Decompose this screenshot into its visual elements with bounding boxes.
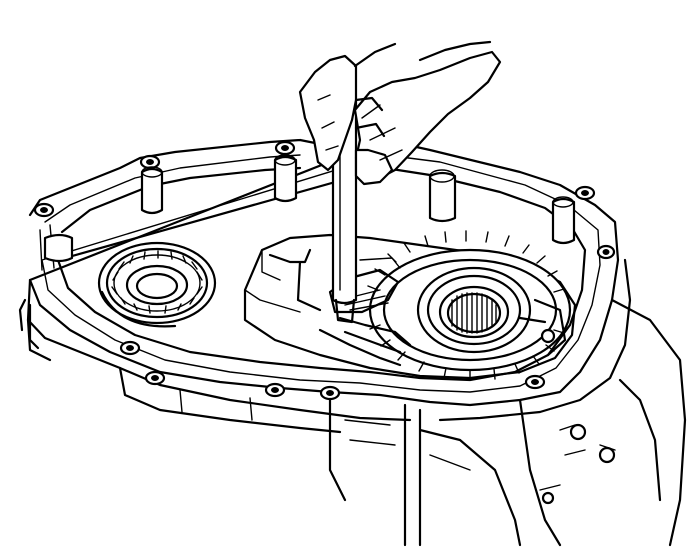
- bearing-bore: [135, 272, 179, 300]
- bolt-hole-icon: [281, 145, 289, 151]
- bearing-rollers: [111, 250, 203, 314]
- dowel-pin-icon: [273, 155, 298, 203]
- bolt-hole-icon: [569, 423, 587, 441]
- seal-lip: [426, 274, 522, 346]
- case-lower-center-detail: [344, 419, 471, 471]
- bolt-hole-icon: [126, 345, 134, 351]
- dowel-pin-icon: [140, 167, 164, 215]
- differential-assembly: [243, 230, 577, 381]
- dowel-pin-icon: [551, 197, 576, 245]
- pinion-gear-fins: [318, 268, 412, 367]
- bolt-hole-icon: [271, 387, 279, 393]
- dowel-pin-top: [552, 196, 574, 208]
- ring-gear-inner: [382, 258, 558, 362]
- case-rib-bottom: [179, 389, 253, 421]
- diff-mount-tab: [518, 298, 567, 357]
- bolt-hole-icon: [541, 491, 555, 505]
- bolt-hole-icon: [581, 190, 589, 196]
- bolt-hole-icon: [602, 249, 610, 255]
- bolt-hole-icon: [598, 446, 616, 464]
- bolt-bosses: [33, 140, 616, 401]
- spline-bore-inner: [446, 292, 502, 334]
- bearing-icon: [97, 241, 217, 328]
- dowel-pin-top: [429, 169, 455, 183]
- drift-rod-tip: [334, 298, 356, 324]
- case-tail-section: [518, 298, 687, 547]
- case-left-edge: [18, 298, 40, 350]
- bolt-hole-icon: [531, 379, 539, 385]
- bearing-cage: [113, 254, 201, 312]
- case-lower-center-bore: [328, 398, 522, 547]
- bearing-shadow: [100, 290, 177, 328]
- bearing-outer-race-inner: [105, 247, 209, 319]
- case-front-skirt: [26, 318, 342, 434]
- bolt-hole-icon: [40, 207, 48, 213]
- dowel-pin-icon: [428, 171, 457, 223]
- bolt-hole-icon: [146, 159, 154, 165]
- pinion-gear-lines: [339, 257, 401, 311]
- dowel-pins: [43, 154, 576, 263]
- dowel-pin-top: [274, 154, 296, 166]
- dowel-pin-icon: [43, 233, 74, 263]
- hand-wrist: [353, 40, 492, 68]
- diff-side-bracket: [268, 248, 322, 312]
- hand-fingers: [298, 54, 358, 172]
- bolt-hole-icon: [326, 390, 334, 396]
- hand-icon: [298, 40, 502, 186]
- bolt-hole-icon: [540, 328, 556, 344]
- case-tail-ribs: [539, 424, 616, 491]
- hand-finger-wrap: [354, 96, 386, 138]
- spline-teeth: [451, 292, 497, 334]
- bolt-hole-icon: [151, 375, 159, 381]
- dowel-pin-top: [141, 166, 163, 178]
